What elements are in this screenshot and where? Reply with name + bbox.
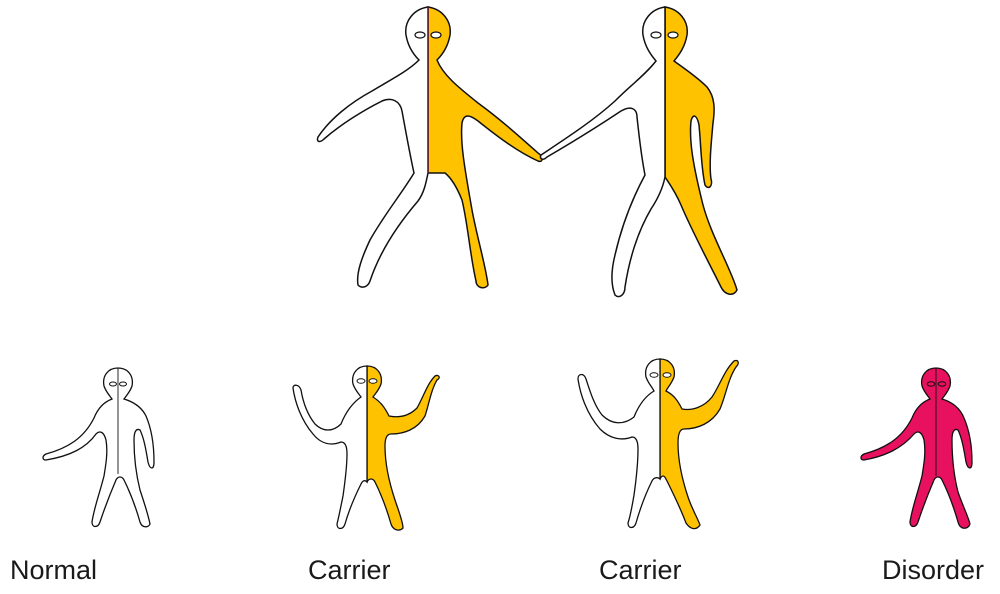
child-normal-figure: [38, 362, 178, 532]
child-carrier-1-plain-half: [293, 366, 367, 529]
child-normal-eye-left-icon: [110, 382, 117, 386]
child-carrier-1-shaded-half: [367, 366, 439, 530]
label-disorder: Disorder: [882, 555, 984, 586]
parent-left-eye-left-icon: [415, 32, 425, 38]
parent-left-carrier-figure: [310, 5, 560, 295]
child-disorder-figure: [858, 360, 993, 535]
label-carrier-1: Carrier: [308, 555, 391, 586]
parent-left-plain-half: [317, 7, 428, 287]
parent-right-eye-right-icon: [668, 32, 678, 38]
child-normal-eye-right-icon: [120, 382, 127, 386]
parent-left-eye-right-icon: [431, 32, 441, 38]
child-carrier-2-eye-right-icon: [663, 373, 671, 378]
child-disorder-eye-left-icon: [927, 382, 935, 386]
label-normal: Normal: [10, 555, 97, 586]
child-normal-body: [43, 368, 154, 527]
child-disorder-body: [861, 368, 972, 528]
child-carrier-2-figure: [572, 353, 742, 533]
child-carrier-1-figure: [285, 358, 445, 533]
child-carrier-1-eye-left-icon: [357, 379, 365, 384]
parent-right-eye-left-icon: [651, 32, 661, 38]
child-carrier-2-plain-half: [578, 359, 660, 528]
parent-right-shaded-half: [665, 7, 737, 294]
label-carrier-2: Carrier: [599, 555, 682, 586]
child-disorder-eye-right-icon: [938, 382, 946, 386]
parent-right-carrier-figure: [535, 5, 745, 300]
parent-left-shaded-half: [428, 7, 542, 288]
child-carrier-2-shaded-half: [660, 359, 738, 529]
child-carrier-2-eye-left-icon: [650, 373, 658, 378]
child-carrier-1-eye-right-icon: [369, 379, 377, 384]
parent-right-plain-half: [540, 7, 665, 297]
